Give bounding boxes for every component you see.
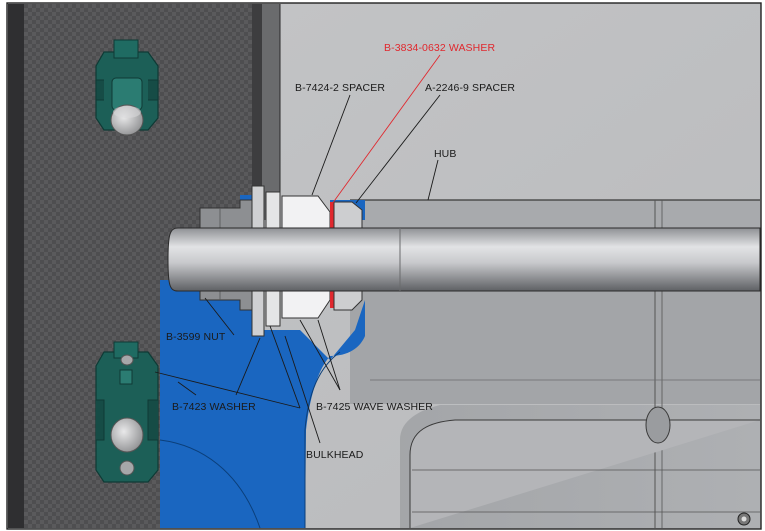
label-washer-b7423: B-7423 WASHER xyxy=(172,401,256,413)
label-bulkhead: BULKHEAD xyxy=(306,449,364,461)
washer-b7423 xyxy=(251,185,265,337)
wave-washer xyxy=(265,191,281,327)
shaft xyxy=(167,227,761,292)
lower-connector xyxy=(95,341,159,483)
label-hub: HUB xyxy=(434,148,456,160)
label-washer-b3834: B-3834-0632 WASHER xyxy=(384,42,495,54)
upper-connector xyxy=(95,39,159,136)
washer-b3834 xyxy=(330,202,334,308)
leader-lines xyxy=(154,54,441,444)
label-spacer-b7424: B-7424-2 SPACER xyxy=(295,82,385,94)
label-spacer-a2246: A-2246-9 SPACER xyxy=(425,82,515,94)
label-nut: B-3599 NUT xyxy=(166,331,226,343)
label-wave-washer: B-7425 WAVE WASHER xyxy=(316,401,433,413)
